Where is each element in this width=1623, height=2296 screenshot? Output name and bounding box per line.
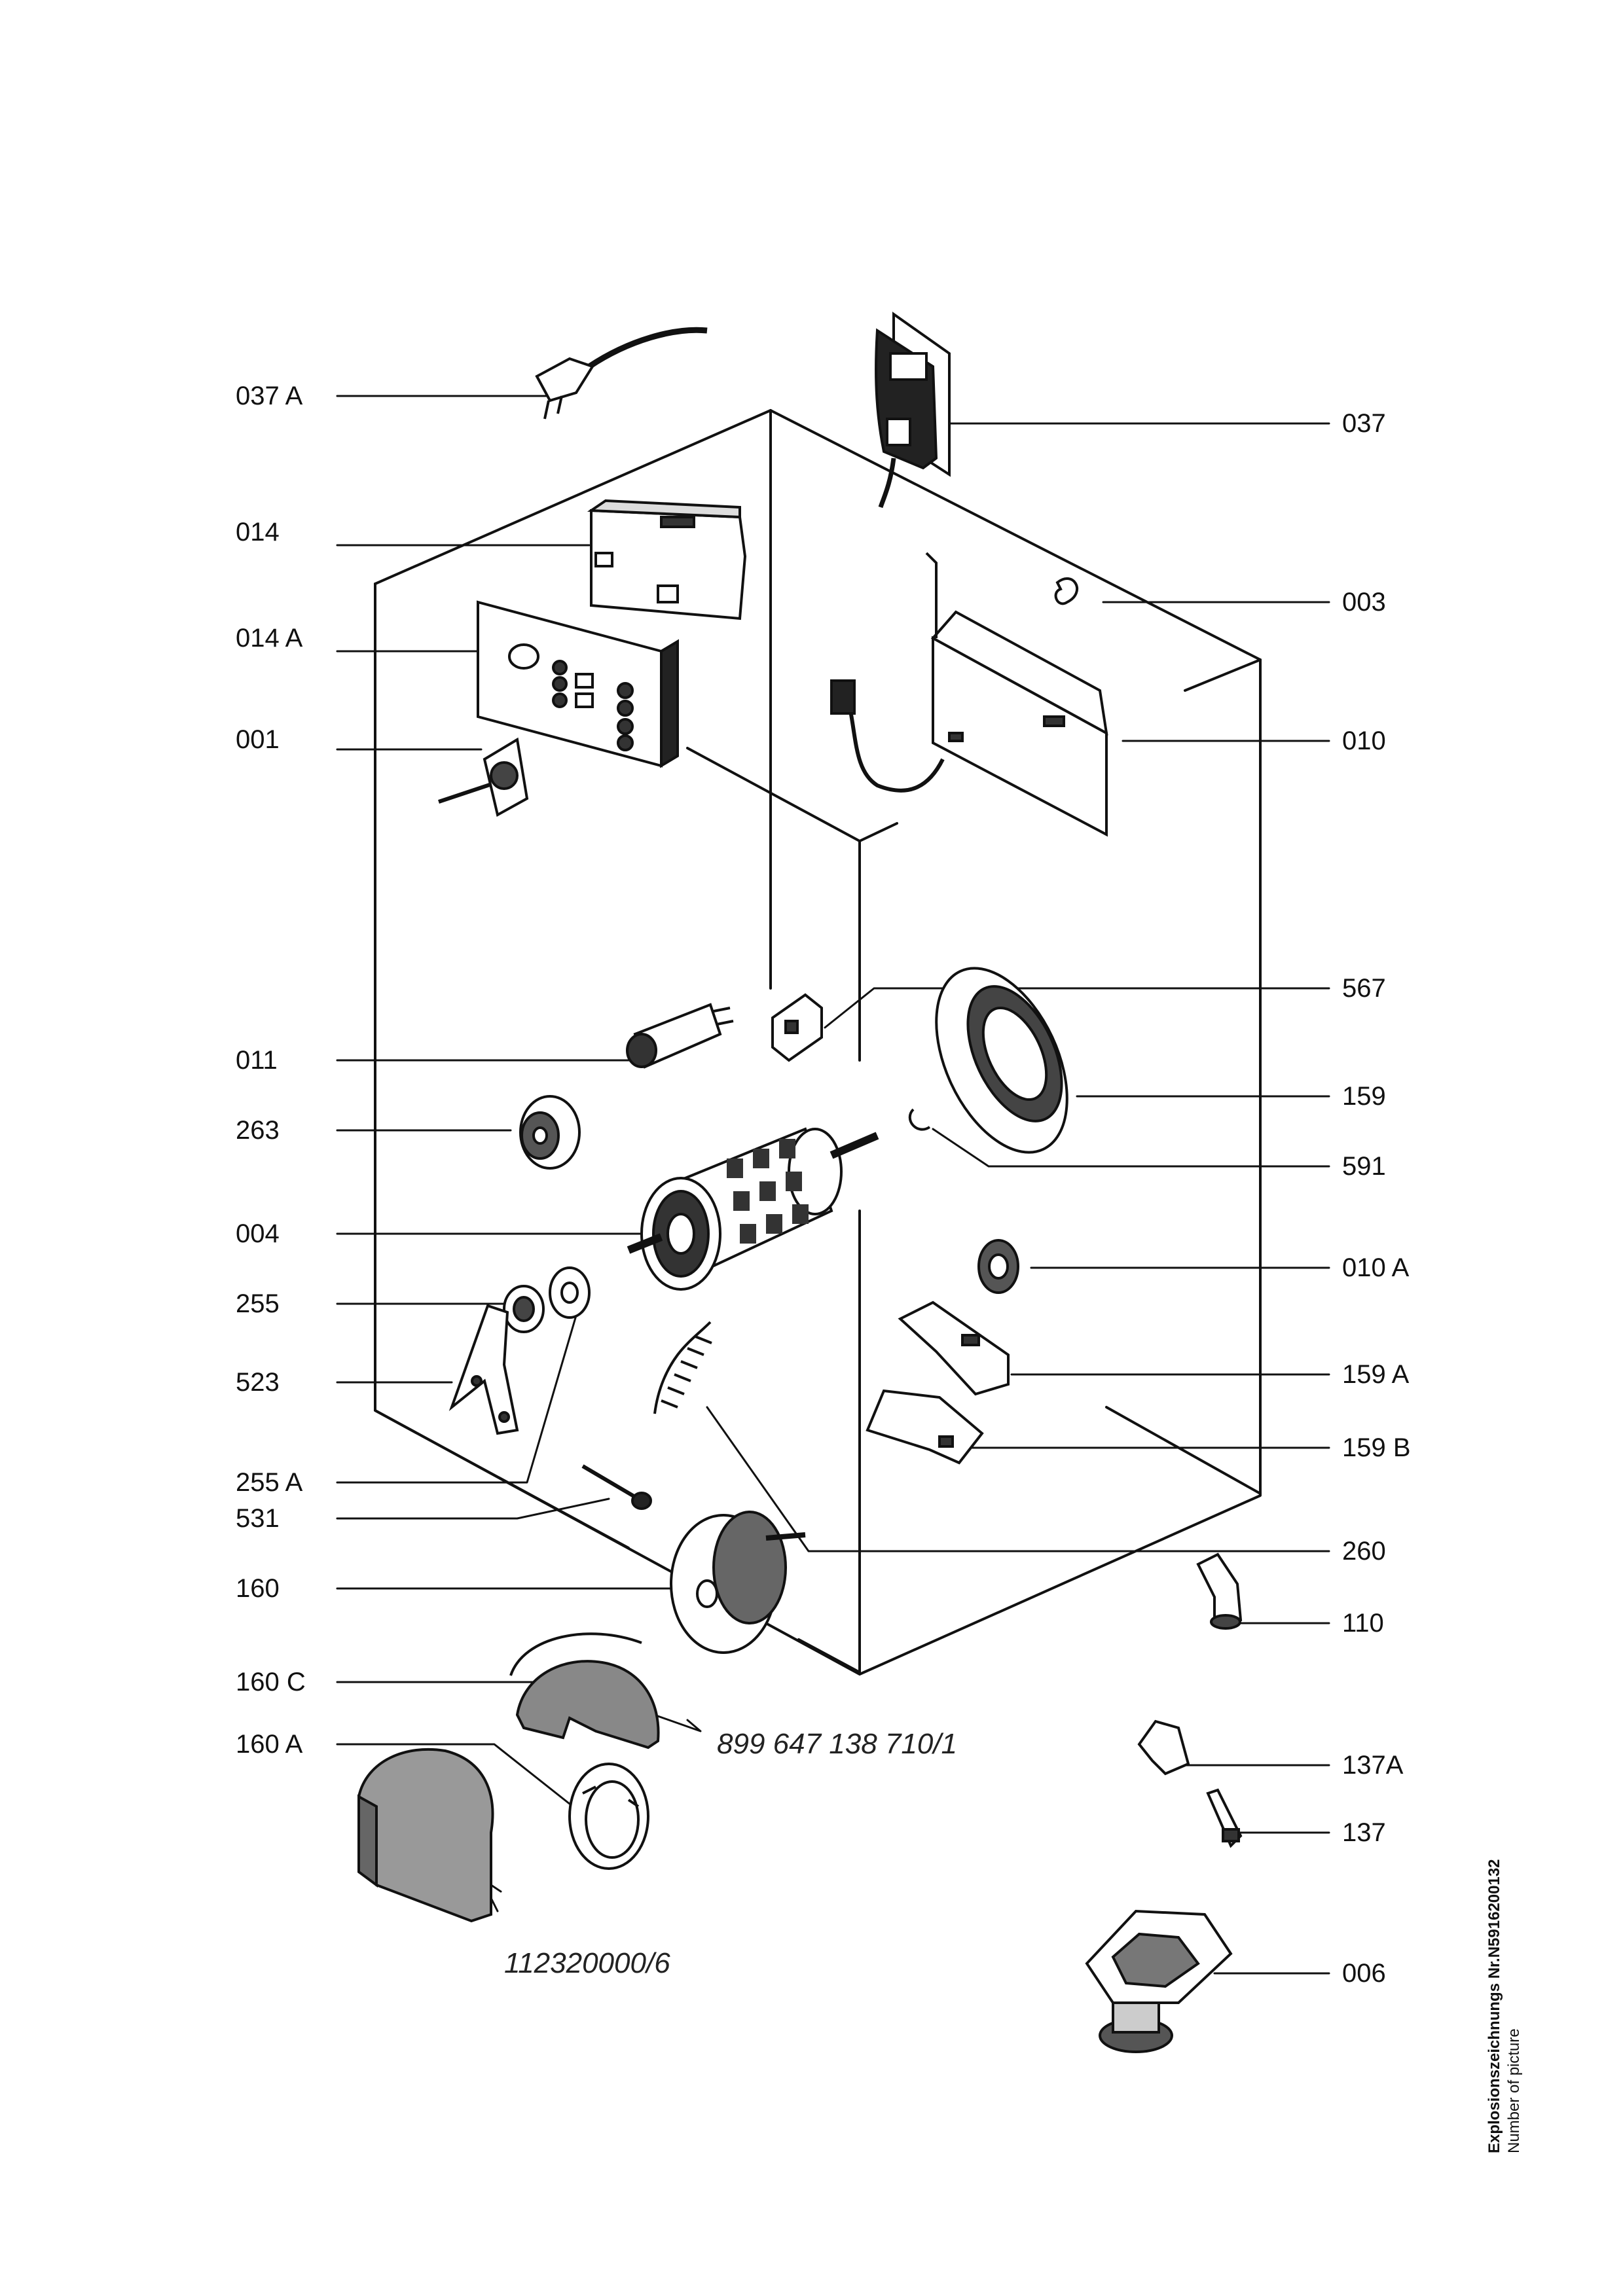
label-523: 523 [236,1368,280,1397]
selector-switch [438,737,529,817]
circlip [908,1108,931,1131]
picture-number-line2: Number of picture [1505,2028,1523,2153]
motor-bracket [448,1304,519,1435]
bearing [503,1285,545,1333]
picture-number-note: Explosionszeichnungs Nr.N5916200132 Numb… [1485,1859,1524,2153]
picture-number-line1: Explosionszeichnungs Nr.N5916200132 [1486,1859,1503,2153]
lint-filter [357,1748,494,1923]
label-263: 263 [236,1116,280,1145]
electronic-module [587,499,747,620]
mounting-bracket [830,552,1108,837]
label-160a: 160 A [236,1730,303,1759]
spring [653,1321,712,1414]
fan-cover [509,1632,660,1749]
cabinet-outline [374,409,1262,1676]
fan-wheel [935,967,1068,1154]
door-latch [1137,1719,1190,1776]
capacitor [626,1003,734,1069]
screw [581,1464,652,1510]
label-160c: 160 C [236,1668,306,1696]
washer [549,1266,591,1319]
drain-pump [1085,1909,1233,2053]
label-011: 011 [236,1046,278,1075]
hose-nozzle [1196,1552,1243,1630]
drum-pulley [670,1511,806,1654]
filter-reference: 112320000/6 [504,1947,670,1979]
suppressor-box [875,312,951,509]
label-003: 003 [1342,588,1386,617]
pulley [519,1095,581,1170]
label-567: 567 [1342,974,1386,1003]
connector-block [771,993,823,1062]
label-591: 591 [1342,1152,1386,1181]
label-160: 160 [236,1574,280,1603]
label-014: 014 [236,518,280,547]
clamp-ring [568,1763,649,1870]
label-255: 255 [236,1289,280,1318]
label-004: 004 [236,1219,280,1248]
label-159b: 159 B [1342,1433,1411,1462]
belt-guard [898,1300,1010,1396]
clip [1054,577,1079,605]
mains-plug-cable [535,327,708,420]
label-006: 006 [1342,1959,1386,1988]
label-137: 137 [1342,1818,1386,1847]
label-137a: 137A [1342,1751,1404,1780]
thermostat [977,1239,1019,1294]
latch-pin [1206,1788,1243,1848]
label-110: 110 [1342,1609,1384,1638]
motor [627,1127,879,1291]
tension-bracket [866,1389,984,1465]
label-010a: 010 A [1342,1253,1410,1282]
leader-lines-right [706,422,1330,1975]
drawing-reference: 899 647 138 710/1 [717,1728,958,1760]
label-010: 010 [1342,726,1386,755]
label-260: 260 [1342,1537,1386,1566]
leader-lines-left [336,395,702,1912]
label-159a: 159 A [1342,1360,1410,1389]
label-255a: 255 A [236,1468,303,1497]
label-014a: 014 A [236,624,303,653]
label-159: 159 [1342,1082,1386,1111]
label-001: 001 [236,725,280,754]
control-panel [477,600,679,768]
label-531: 531 [236,1504,280,1533]
label-037: 037 [1342,409,1386,438]
label-037a: 037 A [236,382,303,410]
